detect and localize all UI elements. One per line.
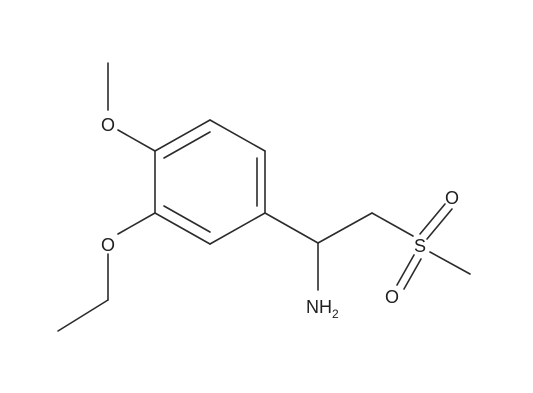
bond-ch2-sulfur — [371, 212, 414, 237]
bond-ring-2 — [209, 119, 266, 152]
bond-ethoxy-ch2-ch3 — [57, 299, 109, 332]
bond-ring-inner-1 — [163, 131, 211, 159]
bond-ring-5 — [154, 212, 211, 245]
bond-sulfur-oxygen-top-b — [426, 208, 453, 240]
bond-sulfur-methyl — [429, 251, 471, 275]
sulfonyl-oxygen-top-label: O — [445, 188, 459, 208]
bond-ring-inner-3 — [163, 205, 211, 233]
amine-nh-text: NH — [306, 297, 332, 317]
bond-sulfur-oxygen-bottom-a — [396, 254, 415, 286]
sulfur-label: S — [414, 236, 426, 256]
bond-sulfur-oxygen-top-a — [419, 203, 446, 235]
amine-label: NH2 — [306, 297, 339, 321]
bond-ch-ch2 — [317, 212, 373, 244]
bond-ethoxy-ring-oxygen — [117, 212, 156, 235]
amine-subscript: 2 — [332, 307, 339, 321]
bond-methoxy-oxygen-ring — [117, 129, 156, 152]
methoxy-oxygen-label: O — [101, 115, 115, 135]
bond-sulfur-oxygen-bottom-b — [403, 258, 422, 290]
bond-ring-4 — [209, 212, 266, 245]
bond-ring-ch — [264, 212, 319, 244]
sulfonyl-oxygen-bottom-label: O — [385, 287, 399, 307]
ethoxy-oxygen-label: O — [101, 235, 115, 255]
bond-ring-1 — [154, 119, 211, 152]
